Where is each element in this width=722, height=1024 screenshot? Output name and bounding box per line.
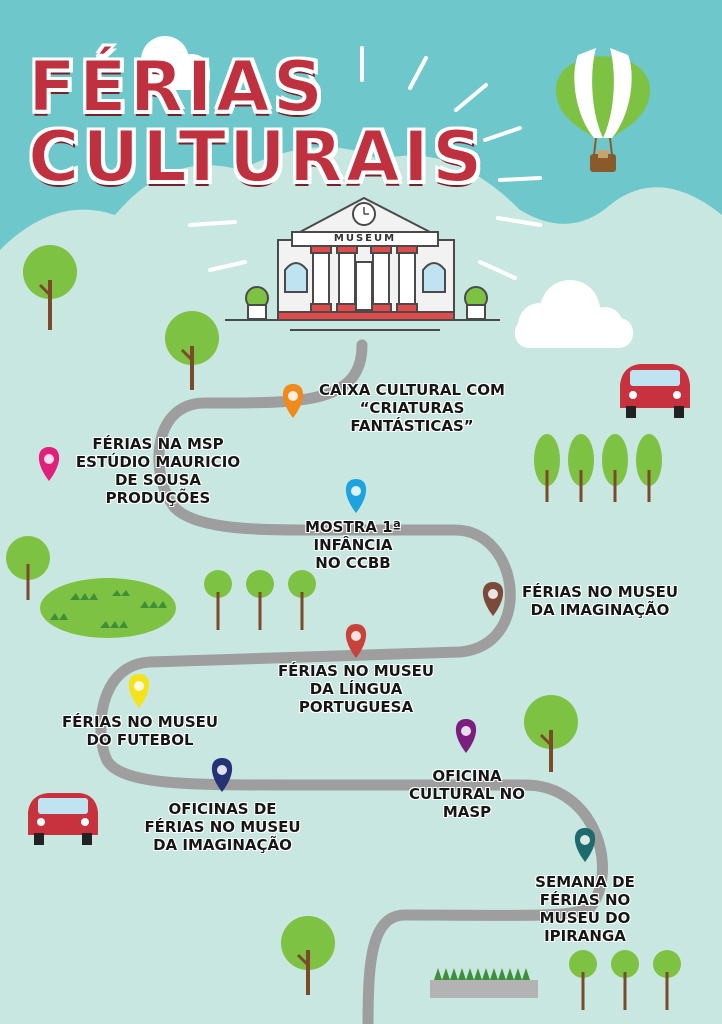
tree-icon (23, 245, 77, 330)
museum-sign: MUSEUM (333, 233, 397, 244)
map-pin-icon-caixa-cultural (282, 384, 304, 418)
page-title-line-2: CULTURAIS (27, 116, 486, 198)
stop-label-caixa-cultural: CAIXA CULTURAL COM “CRIATURAS FANTÁSTICA… (319, 381, 505, 435)
tree-icon (281, 916, 335, 995)
map-pin-icon-ccbb (345, 479, 367, 513)
stop-label-msp: FÉRIAS NA MSP ESTÚDIO MAURICIO DE SOUSA … (75, 435, 241, 507)
cloud-icon (140, 36, 210, 90)
tree-row-icon (204, 570, 681, 1010)
tree-row-icon (534, 434, 662, 502)
car-icon (28, 793, 98, 845)
tree-icon (524, 695, 578, 772)
tree-icon (6, 536, 50, 600)
sun-rays-icon (188, 46, 542, 280)
map-pin-icon-museu-imaginacao (482, 582, 504, 616)
stop-label-masp: OFICINA CULTURAL NO MASP (409, 767, 525, 821)
stop-label-ccbb: MOSTRA 1ª INFÂNCIA NO CCBB (305, 518, 401, 572)
map-pin-icon-msp (38, 447, 60, 481)
museum-building-icon (225, 196, 500, 331)
winding-road (95, 339, 608, 1024)
grass-field-icon (40, 578, 176, 638)
stop-label-lingua-portuguesa: FÉRIAS NO MUSEU DA LÍNGUA PORTUGUESA (277, 662, 435, 716)
map-pin-icon-oficinas-imaginacao (211, 758, 233, 792)
stop-label-oficinas-imaginacao: OFICINAS DE FÉRIAS NO MUSEU DA IMAGINAÇÃ… (144, 800, 301, 854)
page-title-line-1: FÉRIAS (27, 46, 327, 128)
stop-label-ipiranga: SEMANA DE FÉRIAS NO MUSEU DO IPIRANGA (535, 873, 635, 945)
mountains (0, 147, 722, 1024)
map-pin-icon-futebol (128, 674, 150, 708)
cloud-icon (515, 280, 633, 348)
potted-plant-icon (245, 286, 488, 320)
tree-icon (165, 311, 219, 390)
hot-air-balloon-icon (556, 48, 650, 172)
map-pin-icon-ipiranga (574, 828, 596, 862)
stop-label-museu-imaginacao: FÉRIAS NO MUSEU DA IMAGINAÇÃO (521, 583, 679, 619)
car-icon (620, 364, 690, 418)
stop-label-futebol: FÉRIAS NO MUSEU DO FUTEBOL (61, 713, 219, 749)
map-pin-icon-masp (455, 719, 477, 753)
planter-icon (430, 968, 538, 998)
map-pin-icon-lingua-portuguesa (345, 624, 367, 658)
